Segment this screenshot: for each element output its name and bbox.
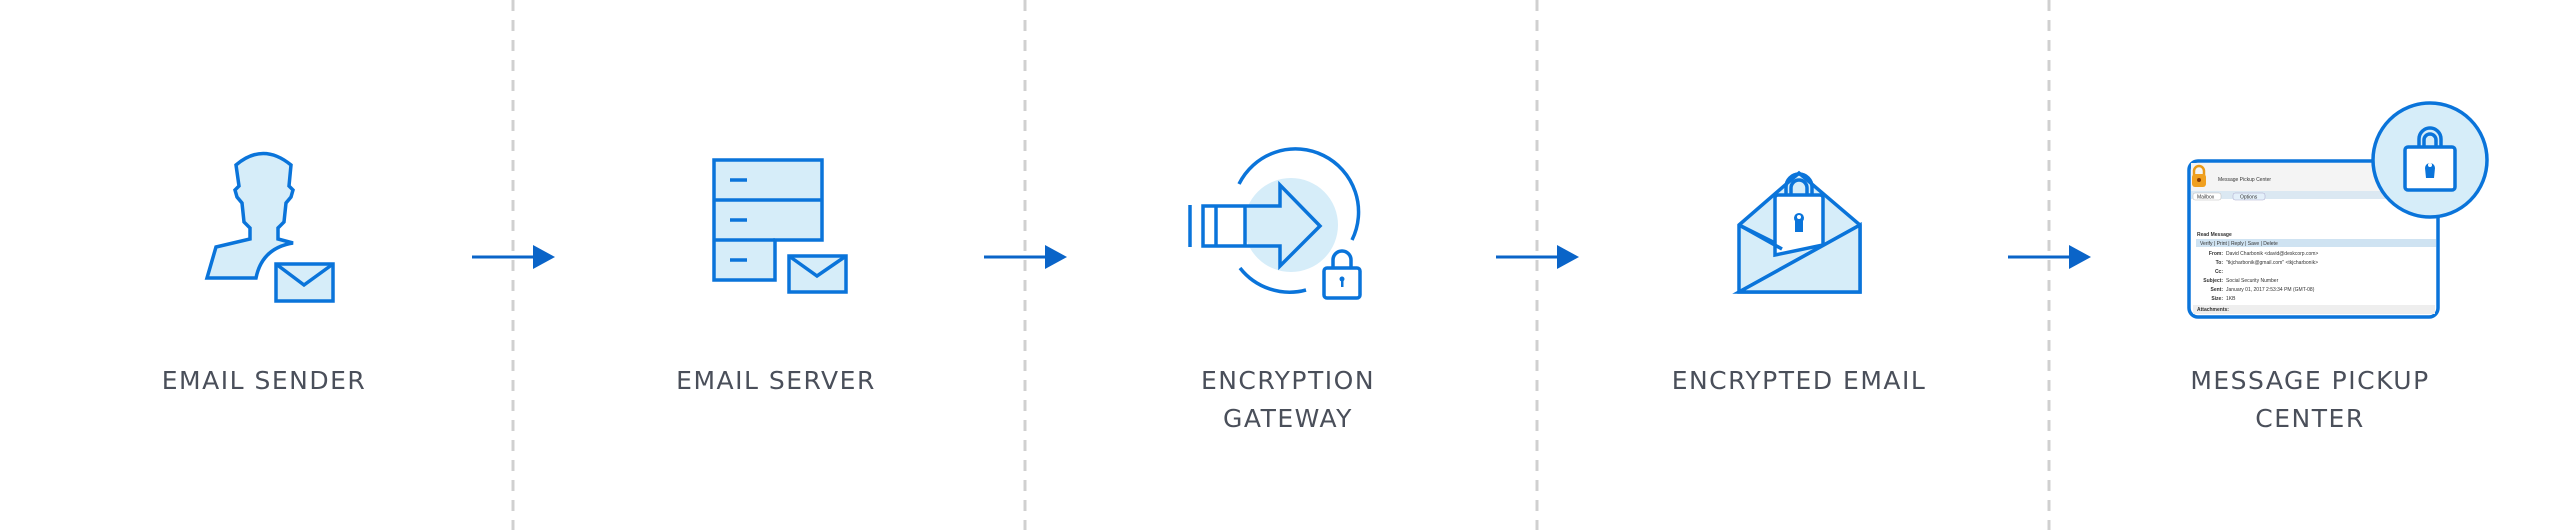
tab-mailbox: Mailbox bbox=[2197, 195, 2215, 201]
step-label-encryption-gateway: ENCRYPTION GATEWAY bbox=[1088, 362, 1488, 438]
field-label: Subject: bbox=[2203, 278, 2223, 284]
label-line: EMAIL SENDER bbox=[161, 366, 367, 395]
arrow-right-icon bbox=[2008, 245, 2091, 269]
field-value: Social Security Number bbox=[2226, 278, 2279, 284]
arrow-right-icon bbox=[1496, 245, 1579, 269]
label-line: ENCRYPTED EMAIL bbox=[1671, 366, 1927, 395]
arrow-right-icon bbox=[472, 245, 555, 269]
label-line: MESSAGE PICKUP bbox=[2190, 366, 2430, 395]
orange-lock-logo bbox=[2192, 164, 2206, 187]
field-label: Sent: bbox=[2211, 287, 2224, 293]
label-line: GATEWAY bbox=[1223, 404, 1353, 433]
field-label: Size: bbox=[2211, 296, 2223, 302]
label-line: ENCRYPTION bbox=[1200, 366, 1376, 395]
message-toolbar: Verify | Print | Reply | Save | Delete bbox=[2200, 241, 2278, 247]
server-with-envelope-icon bbox=[712, 158, 848, 294]
step-label-email-sender: EMAIL SENDER bbox=[64, 362, 464, 400]
field-value: "tkjcharbonik@gmail.com" <tkjcharbonik> bbox=[2226, 260, 2318, 266]
field-label: Cc: bbox=[2215, 269, 2223, 275]
step-label-email-server: EMAIL SERVER bbox=[576, 362, 976, 400]
pickup-window-title: Message Pickup Center bbox=[2218, 177, 2271, 183]
pickup-window-lock-icon: Message Pickup Center Mailbox Options Re… bbox=[2187, 101, 2489, 319]
field-value: January 01, 2017 2:53:34 PM (GMT-08) bbox=[2226, 287, 2315, 293]
envelope-lock-icon bbox=[1732, 170, 1862, 294]
field-value: David Charbonik <david@deskcorp.com> bbox=[2226, 251, 2318, 257]
read-message-heading: Read Message bbox=[2197, 232, 2232, 238]
field-label: From: bbox=[2209, 251, 2224, 257]
step-label-message-pickup-center: MESSAGE PICKUP CENTER bbox=[2110, 362, 2510, 438]
tab-options: Options bbox=[2240, 195, 2258, 201]
step-label-encrypted-email: ENCRYPTED EMAIL bbox=[1599, 362, 1999, 400]
attachments-label: Attachments: bbox=[2197, 307, 2229, 313]
encryption-arrow-lock-icon bbox=[1188, 147, 1362, 300]
arrow-right-icon bbox=[984, 245, 1067, 269]
label-line: EMAIL SERVER bbox=[676, 366, 876, 395]
field-value: 1KB bbox=[2226, 296, 2236, 302]
user-with-envelope-icon bbox=[204, 151, 335, 303]
label-line: CENTER bbox=[2255, 404, 2365, 433]
field-label: To: bbox=[2216, 260, 2224, 266]
